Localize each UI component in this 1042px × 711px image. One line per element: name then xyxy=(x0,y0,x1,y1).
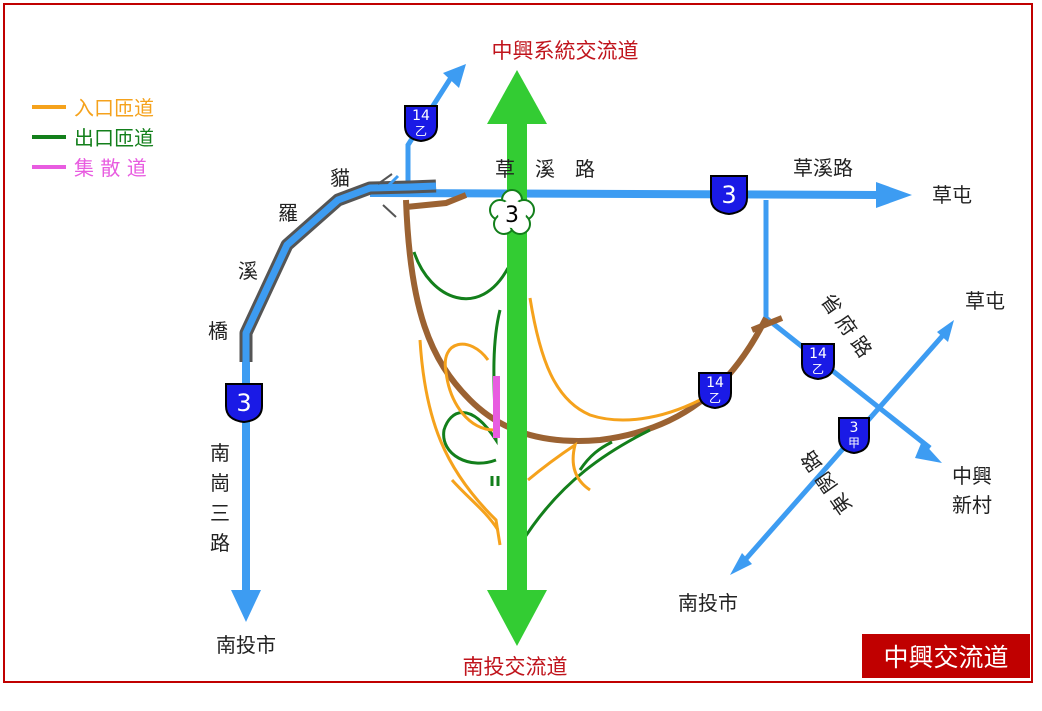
freeway-3-shield: 3 xyxy=(489,189,535,235)
label-nangang-4: 路 xyxy=(210,531,230,555)
prov3a-shield: 3 甲 xyxy=(838,417,870,455)
svg-text:14: 14 xyxy=(809,346,827,362)
freeway-3-shield-label: 3 xyxy=(505,203,519,228)
label-nantou-city-se: 南投市 xyxy=(678,591,738,615)
bridge-small-arrow-1 xyxy=(377,173,393,185)
label-north-interchange: 中興系統交流道 xyxy=(492,39,639,63)
label-bridge-4: 橋 xyxy=(208,319,228,343)
prov3-shield-east: 3 xyxy=(710,175,748,216)
legend-exit-label: 出口匝道 xyxy=(74,126,154,150)
label-zhongxing-2: 新村 xyxy=(952,493,992,517)
prov14b-shield-provincial: 14 乙 xyxy=(801,343,835,381)
label-nangang-2: 崗 xyxy=(210,471,230,495)
collector-distributor xyxy=(493,376,500,438)
prov3-shield-east-label: 3 xyxy=(721,181,736,209)
dongmin-road-ne-arrow xyxy=(937,320,954,342)
dongmin-road-sw-arrow xyxy=(730,553,752,575)
svg-text:14: 14 xyxy=(706,375,724,391)
caoxi-road-arrow xyxy=(876,182,912,208)
caoxi-road xyxy=(369,189,881,199)
provincial-road-arrow xyxy=(915,441,942,463)
legend-entry-label: 入口匝道 xyxy=(74,96,154,120)
label-nantou-city-sw: 南投市 xyxy=(216,633,276,657)
label-caoxi-road: 草溪路 xyxy=(793,156,853,180)
entry-ramps xyxy=(418,297,701,546)
legend-entry: 入口匝道 xyxy=(32,92,154,121)
label-caotun-east: 草屯 xyxy=(932,183,972,207)
label-caoxi-road-spaced: 草 溪 路 xyxy=(495,157,595,181)
legend-cd-label: 集 散 道 xyxy=(74,156,147,180)
legend-entry-swatch xyxy=(32,104,66,109)
svg-text:乙: 乙 xyxy=(709,391,721,405)
prov14b-north-spur xyxy=(405,74,455,188)
bridge-small-arrow-2 xyxy=(382,204,397,218)
label-south-interchange: 南投交流道 xyxy=(463,655,568,679)
legend-exit-swatch xyxy=(32,134,66,139)
legend-cd-swatch xyxy=(32,164,66,169)
exit-ramps xyxy=(412,251,651,546)
maoluo-bridge xyxy=(239,173,437,362)
label-bridge-2: 羅 xyxy=(278,201,298,225)
label-nangang-3: 三 xyxy=(210,501,230,525)
nangang-road-arrow xyxy=(231,590,261,622)
svg-text:甲: 甲 xyxy=(848,436,860,450)
label-caotun-ne: 草屯 xyxy=(965,289,1005,313)
label-nangang-1: 南 xyxy=(210,441,230,465)
svg-text:乙: 乙 xyxy=(812,362,824,376)
label-bridge-1: 貓 xyxy=(330,166,350,190)
svg-text:3: 3 xyxy=(850,420,859,436)
legend-exit: 出口匝道 xyxy=(32,122,154,151)
prov14b-shield-north: 14 乙 xyxy=(404,105,438,143)
national-freeway-3 xyxy=(487,70,547,646)
prov3-shield-west-label: 3 xyxy=(236,389,251,417)
svg-text:14: 14 xyxy=(412,108,430,124)
label-dongmin-road: 東閔路 xyxy=(792,441,856,519)
legend-cd: 集 散 道 xyxy=(32,152,147,181)
interchange-title: 中興交流道 xyxy=(862,634,1030,678)
label-bridge-3: 溪 xyxy=(238,259,258,283)
prov14b-north-arrow xyxy=(443,64,466,88)
prov3-shield-west: 3 xyxy=(225,383,263,424)
label-zhongxing-1: 中興 xyxy=(952,464,992,488)
prov14b-shield-ramp: 14 乙 xyxy=(698,372,732,410)
svg-text:乙: 乙 xyxy=(415,124,427,138)
